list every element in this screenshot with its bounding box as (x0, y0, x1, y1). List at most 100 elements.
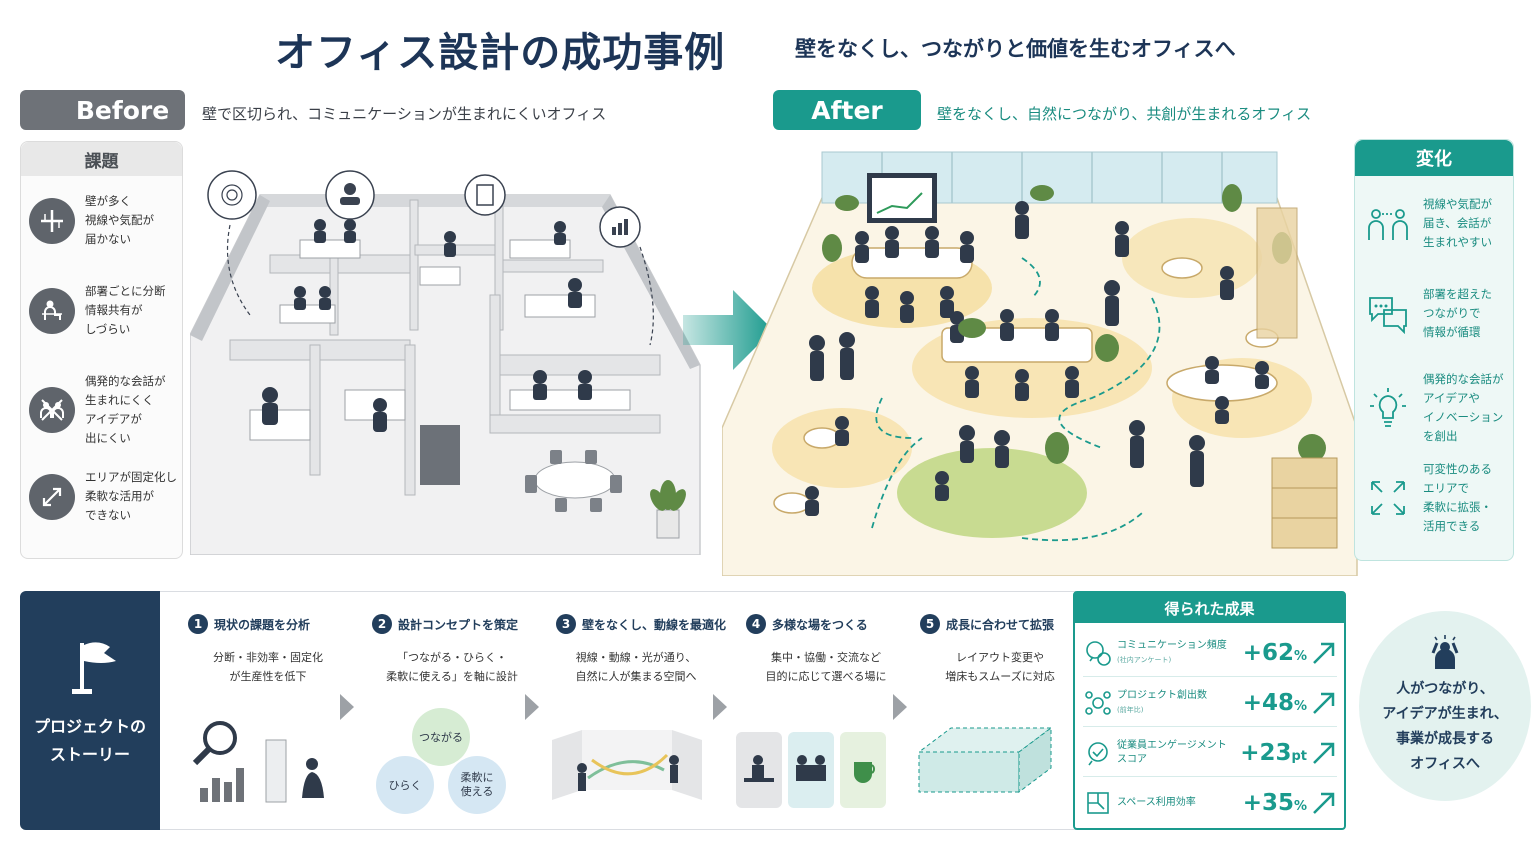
trend-up-icon (1313, 792, 1335, 814)
story-step: 5 成長に合わせて拡張 レイアウト変更や 増床もスムーズに対応 (920, 614, 1080, 686)
page-title: オフィス設計の成功事例 (275, 30, 726, 76)
trend-up-icon (1313, 742, 1335, 764)
concept-open: ひらく (376, 756, 434, 814)
change-item: 可変性のある エリアで 柔軟に拡張・ 活用できる (1365, 460, 1510, 536)
step-number: 5 (920, 614, 940, 634)
story-step: 1 現状の課題を分析 分断・非効率・固定化 が生産性を低下 (188, 614, 348, 686)
step-description: 分断・非効率・固定化 が生産性を低下 (213, 651, 323, 683)
result-value: +48 (1242, 689, 1294, 716)
result-note: (前年比) (1117, 705, 1144, 714)
story-label: プロジェクトの ストーリー (33, 717, 146, 764)
various-spaces-illustration (736, 732, 886, 808)
changes-heading: 変化 (1355, 140, 1513, 176)
issue-text: 部署ごとに分断 情報共有が しづらい (85, 284, 166, 336)
result-unit: % (1293, 799, 1307, 814)
issues-panel: 課題 壁が多く 視線や気配が 届かない 部署ごとに分断 情報共有が しづらい 偶… (20, 141, 183, 559)
result-label: 従業員エンゲージメント スコア (1117, 739, 1227, 765)
result-row: プロジェクト創出数 (前年比) +48% (1083, 679, 1337, 727)
step-title: 設計コンセプトを策定 (398, 617, 519, 632)
result-note: (社内アンケート) (1117, 655, 1172, 664)
issue-text: 偶発的な会話が 生まれにくく アイデアが 出にくい (85, 374, 166, 445)
issue-item: 壁が多く 視線や気配が 届かない (29, 192, 179, 249)
person-desk-icon (29, 287, 75, 334)
change-text: 偶発的な会話が アイデアや イノベーション を創出 (1423, 372, 1504, 443)
after-office-illustration (722, 151, 1358, 576)
trend-up-icon (1313, 642, 1335, 664)
issue-item: 偶発的な会話が 生まれにくく アイデアが 出にくい (29, 372, 179, 448)
concept-flexible: 柔軟に 使える (448, 756, 506, 814)
expansion-illustration (917, 727, 1053, 793)
result-row: コミュニケーション頻度 (社内アンケート) +62% (1083, 629, 1337, 677)
step-number: 1 (188, 614, 208, 634)
result-label: スペース利用効率 (1117, 797, 1196, 808)
change-text: 部署を超えた つながりで 情報が循環 (1423, 287, 1492, 339)
issue-text: エリアが固定化し 柔軟な活用が できない (85, 470, 177, 522)
story-step: 4 多様な場をつくる 集中・協働・交流など 目的に応じて選べる場に (746, 614, 906, 686)
change-item: 視線や気配が 届き、会話が 生まれやすい (1365, 195, 1510, 252)
result-label: コミュニケーション頻度 (1117, 639, 1227, 651)
step-number: 3 (556, 614, 576, 634)
change-item: 部署を超えた つながりで 情報が循環 (1365, 285, 1510, 342)
story-step: 3 壁をなくし、動線を最適化 視線・動線・光が通り、 自然に人が集まる空間へ (556, 614, 726, 686)
step-description: レイアウト変更や 増床もスムーズに対応 (945, 651, 1055, 683)
lightbulb-icon (1365, 385, 1411, 431)
result-row: 従業員エンゲージメント スコア +23pt (1083, 729, 1337, 777)
results-panel: 得られた成果 コミュニケーション頻度 (社内アンケート) +62% プロジェクト創… (1073, 591, 1346, 830)
flow-illustration (552, 730, 702, 800)
result-row: スペース利用効率 +35% (1083, 779, 1337, 827)
result-value: +23 (1240, 739, 1292, 766)
trend-up-icon (1313, 692, 1335, 714)
issues-heading: 課題 (21, 142, 182, 176)
before-label: Before (20, 90, 185, 130)
chevron-right-icon (893, 694, 907, 720)
changes-panel: 変化 視線や気配が 届き、会話が 生まれやすい 部署を超えた つながりで 情報が… (1354, 139, 1514, 561)
issue-item: 部署ごとに分断 情報共有が しづらい (29, 282, 179, 339)
celebrating-person-icon (1431, 635, 1459, 669)
issue-text: 壁が多く 視線や気配が 届かない (85, 194, 154, 246)
page-subtitle: 壁をなくし、つながりと価値を生むオフィスへ (795, 37, 1236, 61)
vision-circle: 人がつながり、 アイデアが生まれ、 事業が成長する オフィスへ (1359, 611, 1531, 801)
after-label: After (773, 90, 921, 130)
step-description: 集中・協働・交流など 目的に応じて選べる場に (765, 651, 887, 683)
step-title: 壁をなくし、動線を最適化 (582, 617, 727, 632)
result-value: +35 (1242, 790, 1294, 816)
change-text: 可変性のある エリアで 柔軟に拡張・ 活用できる (1423, 462, 1492, 533)
result-unit: % (1293, 648, 1307, 664)
results-heading: 得られた成果 (1075, 593, 1344, 623)
step-title: 成長に合わせて拡張 (946, 617, 1055, 632)
result-unit: pt (1291, 748, 1307, 764)
result-label: プロジェクト創出数 (1117, 689, 1207, 701)
expand-arrows-icon (1365, 475, 1411, 521)
wall-cross-icon (29, 197, 75, 244)
project-icon (1083, 688, 1113, 718)
fixed-area-icon (29, 473, 75, 520)
engagement-icon (1083, 738, 1113, 768)
chat-bubbles-icon (1365, 291, 1411, 337)
step-description: 「つながる・ひらく・ 柔軟に使える」を軸に設計 (386, 651, 518, 683)
concept-connect: つながる (412, 708, 470, 766)
result-value: +62 (1242, 639, 1294, 666)
chevron-right-icon (713, 694, 727, 720)
before-office-illustration (190, 170, 701, 555)
chevron-right-icon (525, 694, 539, 720)
step-number: 4 (746, 614, 766, 634)
result-unit: % (1293, 698, 1307, 714)
after-description: 壁をなくし、自然につながり、共創が生まれるオフィス (937, 105, 1312, 123)
people-connect-icon (1365, 201, 1411, 247)
chevron-right-icon (340, 694, 354, 720)
analysis-illustration (192, 721, 324, 803)
vision-text: 人がつながり、 アイデアが生まれ、 事業が成長する オフィスへ (1382, 681, 1508, 772)
communication-icon (1083, 638, 1113, 668)
step-title: 多様な場をつくる (772, 617, 868, 632)
change-text: 視線や気配が 届き、会話が 生まれやすい (1423, 197, 1492, 249)
issue-item: エリアが固定化し 柔軟な活用が できない (29, 468, 179, 525)
step-description: 視線・動線・光が通り、 自然に人が集まる空間へ (575, 651, 697, 683)
story-panel: プロジェクトの ストーリー (20, 591, 160, 830)
flag-icon (72, 642, 116, 694)
step-title: 現状の課題を分析 (214, 617, 311, 632)
change-item: 偶発的な会話が アイデアや イノベーション を創出 (1365, 370, 1510, 446)
transition-arrow-icon (683, 290, 773, 370)
space-efficiency-icon (1083, 788, 1113, 818)
no-conversation-icon (29, 387, 75, 433)
